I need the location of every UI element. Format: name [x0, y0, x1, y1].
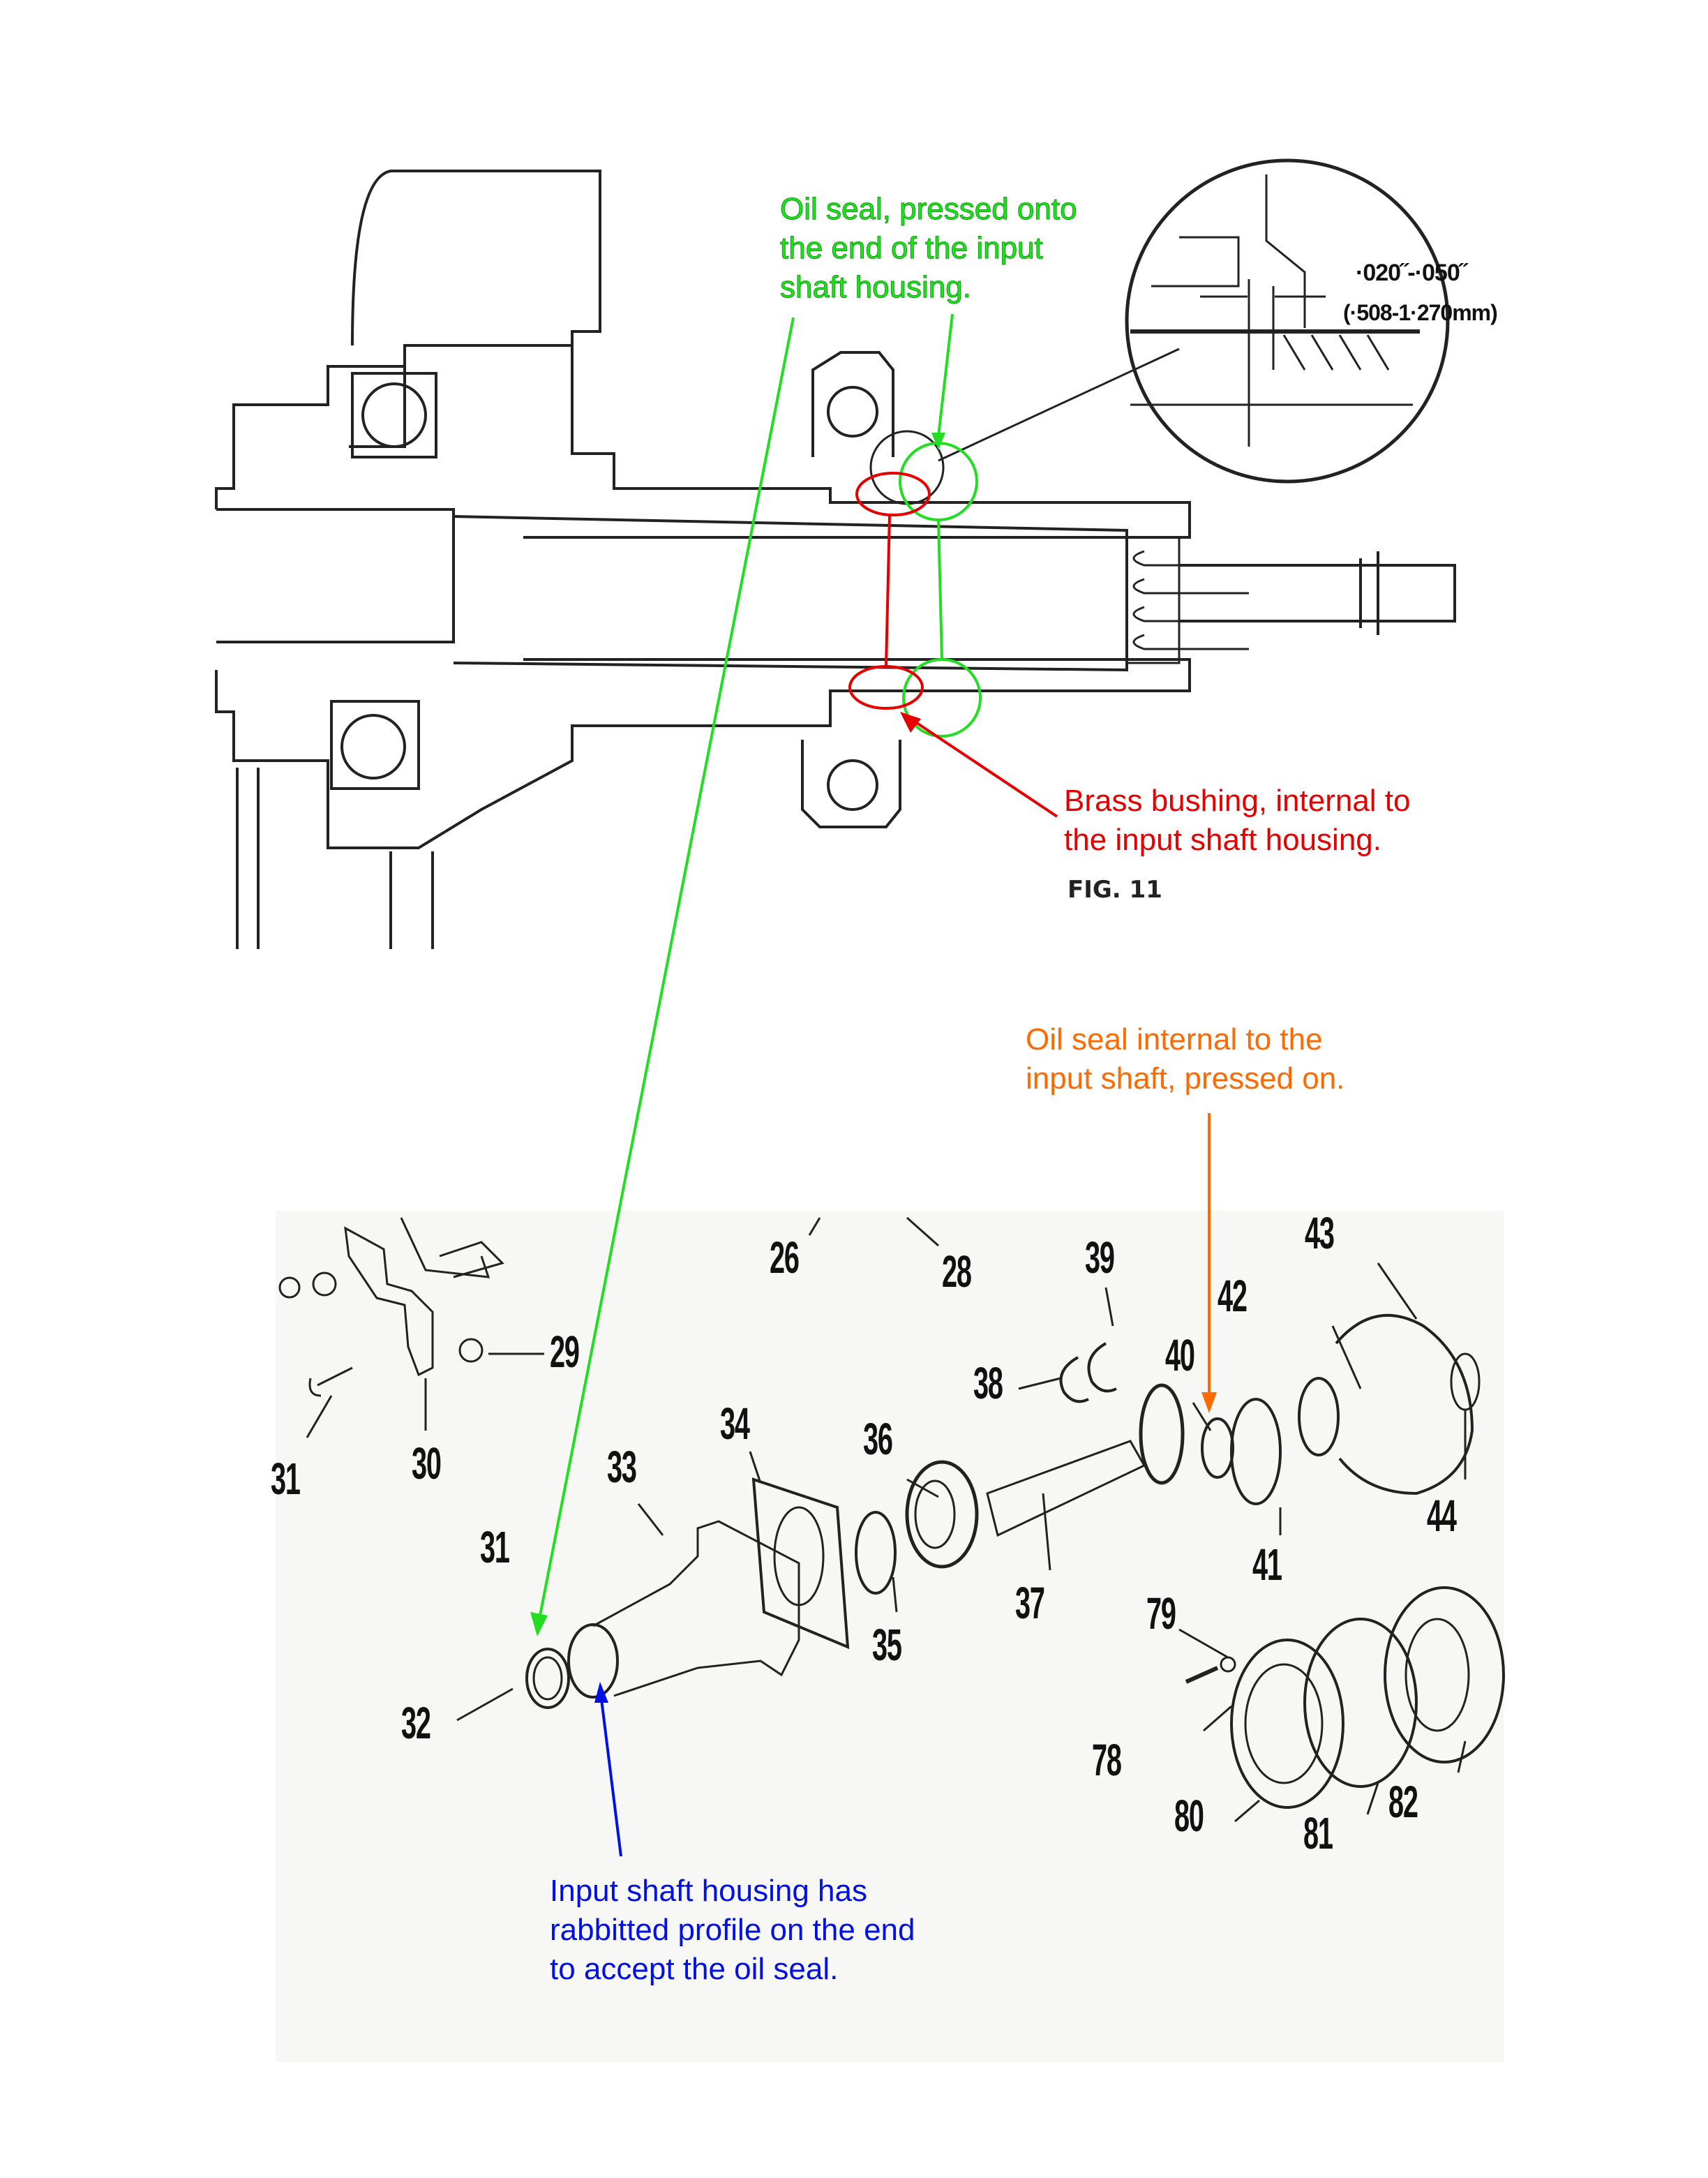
callout-leaders	[306, 1216, 1467, 1823]
blue-leader	[600, 1699, 622, 1857]
callout-81: 81	[1303, 1808, 1333, 1858]
exploded-view-panel	[276, 1211, 1504, 2062]
callout-38: 38	[973, 1358, 1003, 1408]
callout-34: 34	[720, 1398, 750, 1449]
callout-78: 78	[1092, 1735, 1122, 1785]
callout-79: 79	[1146, 1588, 1176, 1639]
callout-28: 28	[942, 1246, 972, 1297]
callout-33: 33	[607, 1442, 637, 1492]
callout-35: 35	[872, 1620, 902, 1670]
callout-31-center: 31	[480, 1522, 510, 1572]
rabbitted-profile-note: Input shaft housing has rabbitted profil…	[550, 1874, 915, 1986]
oil-seal-housing-note: Oil seal, pressed onto the end of the in…	[780, 192, 1078, 305]
dimension-inches: ·020˝-·050˝	[1356, 260, 1467, 286]
cross-section-drawing	[215, 170, 1456, 949]
green-long-leader	[538, 317, 795, 1620]
callout-39: 39	[1085, 1232, 1115, 1283]
callout-41: 41	[1252, 1539, 1282, 1590]
red-bushing-ellipse-top	[855, 472, 931, 516]
green-seal-circle-top	[899, 442, 978, 521]
internal-oil-seal-note: Oil seal internal to the input shaft, pr…	[1026, 1022, 1345, 1096]
red-leader	[909, 717, 1058, 818]
dimension-mm: (·508-1·270mm)	[1343, 300, 1498, 325]
red-bushing-ellipse-bottom	[848, 665, 924, 710]
callout-36: 36	[863, 1414, 893, 1464]
annotation-overlays	[530, 313, 1217, 1857]
callout-42: 42	[1218, 1271, 1248, 1321]
detail-circle	[1125, 158, 1450, 484]
callout-80: 80	[1174, 1791, 1204, 1841]
callout-37: 37	[1015, 1578, 1045, 1628]
callout-29: 29	[550, 1327, 580, 1377]
callout-43: 43	[1305, 1208, 1335, 1258]
callout-40: 40	[1165, 1330, 1195, 1380]
callout-26: 26	[770, 1232, 800, 1283]
figure-label: FIG. 11	[1068, 876, 1162, 904]
callout-82: 82	[1388, 1777, 1418, 1827]
callout-32: 32	[401, 1698, 431, 1748]
callout-44: 44	[1427, 1491, 1457, 1541]
exploded-parts	[278, 1217, 1505, 1809]
callout-30: 30	[412, 1438, 442, 1489]
callout-31-left: 31	[271, 1454, 301, 1504]
brass-bushing-note: Brass bushing, internal to the input sha…	[1064, 784, 1411, 857]
